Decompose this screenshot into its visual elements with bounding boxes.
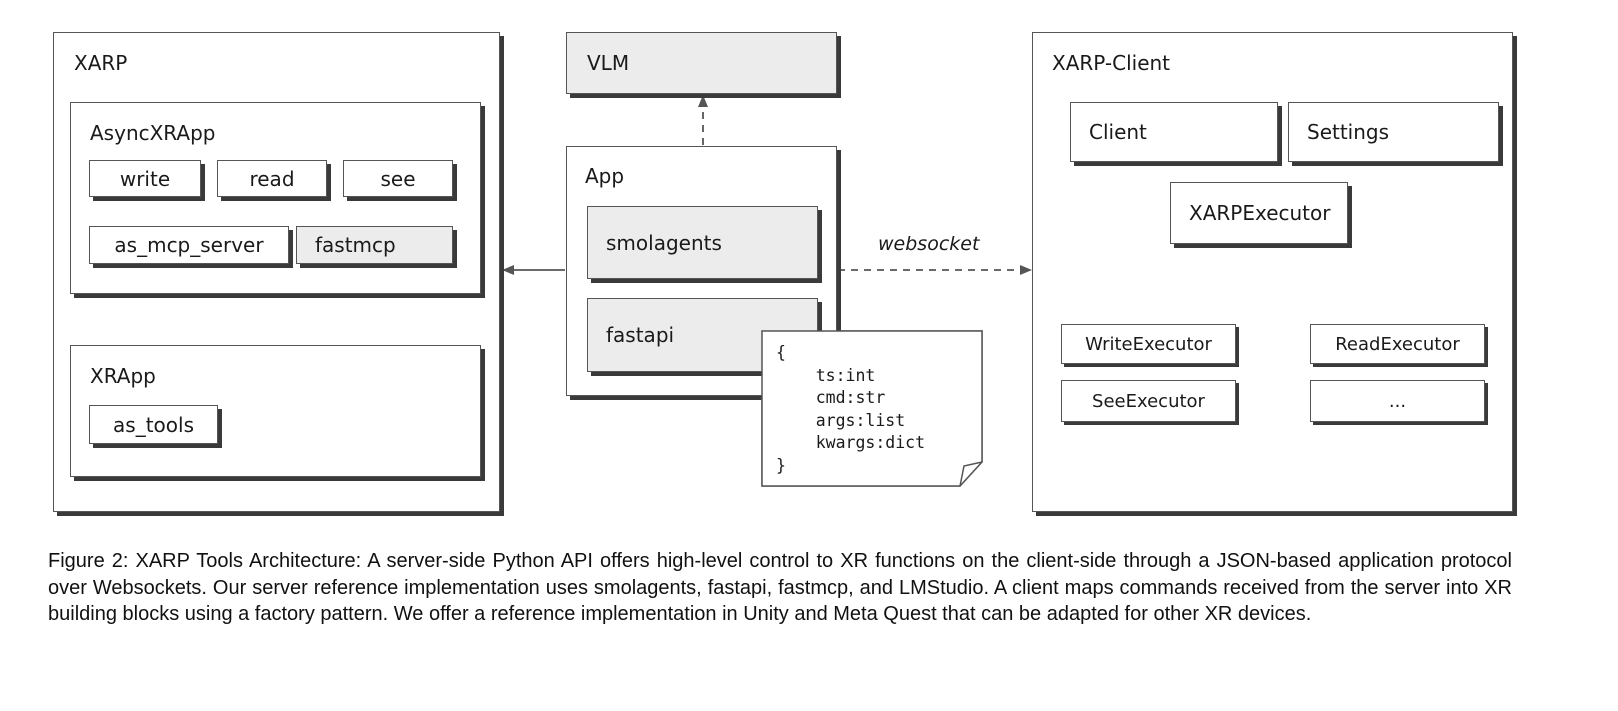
websocket-label: websocket — [878, 233, 980, 255]
xarp-client-title: XARP-Client — [1052, 51, 1171, 75]
fastmcp-label: fastmcp — [315, 233, 396, 257]
xarp-executor-label: XARPExecutor — [1189, 201, 1331, 225]
more-executors-box: ... — [1310, 380, 1485, 422]
as-tools-label: as_tools — [113, 412, 194, 437]
see-executor-label: SeeExecutor — [1092, 390, 1205, 412]
json-note-layer — [761, 330, 983, 487]
vlm-box: VLM — [566, 32, 837, 94]
as-mcp-server-box: as_mcp_server — [89, 226, 289, 264]
xarp-title: XARP — [74, 51, 128, 75]
architecture-diagram: XARP AsyncXRApp write read see as_mcp_se… — [53, 32, 1513, 512]
xr-app-title: XRApp — [90, 364, 156, 388]
see-executor-box: SeeExecutor — [1061, 380, 1236, 422]
write-executor-label: WriteExecutor — [1085, 333, 1212, 355]
more-executors-label: ... — [1388, 390, 1407, 412]
smolagents-label: smolagents — [606, 230, 722, 255]
settings-label: Settings — [1307, 120, 1390, 144]
fastmcp-box: fastmcp — [296, 226, 453, 264]
see-method-box: see — [343, 160, 453, 197]
client-box: Client — [1070, 102, 1278, 162]
figure-caption: Figure 2: XARP Tools Architecture: A ser… — [48, 550, 1512, 625]
as-mcp-server-label: as_mcp_server — [114, 233, 264, 257]
json-message-schema: { ts:int cmd:str args:list kwargs:dict } — [776, 343, 926, 475]
read-method-box: read — [217, 160, 327, 197]
as-tools-box: as_tools — [89, 405, 218, 444]
async-xr-app-title: AsyncXRApp — [90, 121, 216, 145]
read-executor-label: ReadExecutor — [1335, 333, 1460, 355]
write-method-box: write — [89, 160, 201, 197]
fastapi-label: fastapi — [606, 323, 675, 347]
read-executor-box: ReadExecutor — [1310, 324, 1485, 364]
write-executor-box: WriteExecutor — [1061, 324, 1236, 364]
write-method-label: write — [119, 166, 171, 191]
app-title: App — [585, 164, 625, 188]
xarp-executor-box: XARPExecutor — [1170, 182, 1348, 244]
vlm-title: VLM — [587, 51, 630, 75]
client-label: Client — [1089, 120, 1147, 144]
see-method-label: see — [380, 166, 416, 191]
read-method-label: read — [249, 166, 295, 191]
settings-box: Settings — [1288, 102, 1499, 162]
smolagents-box: smolagents — [587, 206, 818, 279]
